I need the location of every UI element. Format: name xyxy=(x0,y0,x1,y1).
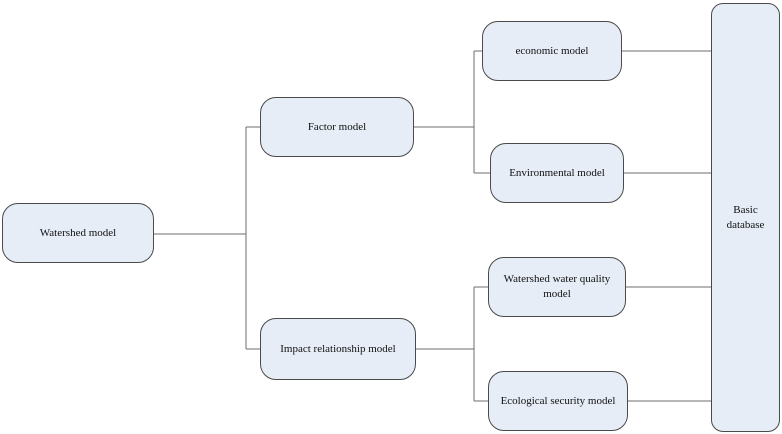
node-impact-relationship-model: Impact relationship model xyxy=(260,318,416,380)
node-ecological-security-model-label: Ecological security model xyxy=(500,394,616,407)
node-economic-model: economic model xyxy=(482,21,622,81)
node-ecological-security-model: Ecological security model xyxy=(488,371,628,431)
node-factor-model-label: Factor model xyxy=(307,120,367,133)
node-watershed-water-quality-model: Watershed water quality model xyxy=(488,257,626,317)
node-impact-relationship-model-label: Impact relationship model xyxy=(280,342,396,355)
node-environmental-model-label: Environmental model xyxy=(509,166,605,179)
node-watershed-model: Watershed model xyxy=(2,203,154,263)
node-environmental-model: Environmental model xyxy=(490,143,624,203)
node-factor-model: Factor model xyxy=(260,97,414,157)
node-basic-database-label: Basic database xyxy=(726,203,765,231)
node-economic-model-label: economic model xyxy=(515,44,589,57)
node-watershed-water-quality-model-label: Watershed water quality model xyxy=(503,273,611,300)
node-watershed-model-label: Watershed model xyxy=(39,226,117,239)
node-basic-database: Basic database xyxy=(711,3,780,432)
